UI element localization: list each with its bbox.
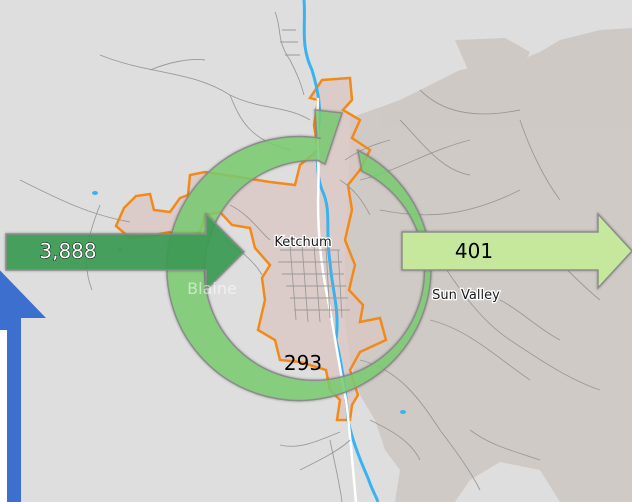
side-arrow-shape: [0, 270, 46, 502]
place-label-blaine: Blaine: [187, 279, 237, 298]
highway: [316, 97, 358, 502]
place-label-sun-valley: Sun Valley: [432, 288, 500, 303]
inflow-arrow-shape: [5, 212, 246, 292]
internal-value-label: 293: [284, 351, 322, 375]
inflow-arrow: [5, 212, 246, 292]
side-arrow: [0, 270, 46, 502]
outflow-arrow: [401, 212, 632, 290]
inflow-value-label: 3,888: [39, 239, 96, 263]
outflow-value-label: 401: [455, 239, 493, 263]
outflow-arrow-shape: [401, 212, 632, 290]
place-label-ketchum: Ketchum: [274, 235, 331, 250]
